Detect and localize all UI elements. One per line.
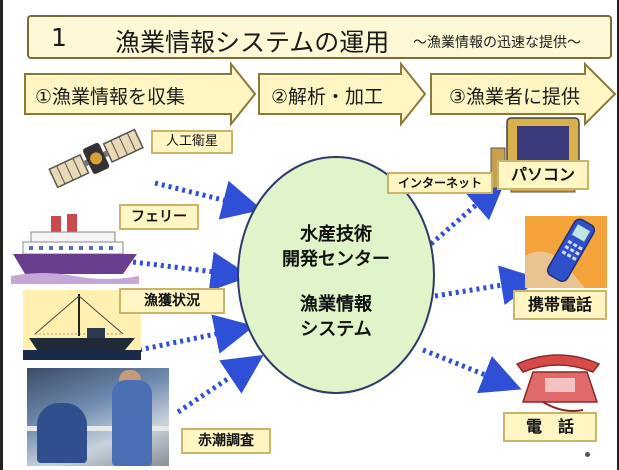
label-phone: 電 話	[503, 412, 597, 442]
telephone-icon	[515, 354, 601, 412]
center-line-2: 開発センター	[282, 249, 390, 270]
label-catch: 漁獲状況	[119, 288, 225, 314]
connector-arrows	[132, 178, 541, 415]
label-satellite: 人工衛星	[151, 130, 233, 154]
step-label-3: ③漁業者に提供	[449, 86, 581, 108]
title-banner: 1 漁業情報システムの運用 ～漁業情報の迅速な提供～	[27, 15, 612, 59]
arrow-ferry	[132, 251, 251, 292]
center-line-3: 漁業情報	[300, 294, 372, 315]
title-number: 1	[51, 23, 67, 52]
step-arrow-1	[24, 61, 257, 127]
center-line-1: 水産技術	[300, 224, 372, 245]
label-internet: インターネット	[387, 172, 493, 194]
arrow-satellite	[154, 180, 263, 220]
process-arrows	[24, 61, 617, 127]
center-line-4: システム	[300, 319, 372, 340]
arrow-mobile	[434, 265, 541, 305]
label-mobile: 携帯電話	[513, 290, 607, 320]
satellite-icon	[48, 128, 144, 189]
arrow-phone	[422, 347, 522, 394]
center-system-name: 漁業情報 システム	[276, 292, 396, 342]
title-subtitle: ～漁業情報の迅速な提供～	[413, 35, 581, 51]
arrow-catch	[138, 314, 255, 354]
ferry-icon	[11, 214, 139, 284]
title-main: 漁業情報システムの運用	[115, 28, 390, 57]
center-org-name: 水産技術 開発センター	[276, 222, 396, 272]
center-ellipse	[237, 156, 435, 394]
step-label-2: ②解析・加工	[271, 86, 384, 108]
red-tide-survey-photo	[27, 368, 169, 466]
label-ferry: フェリー	[119, 204, 199, 230]
decorative-dot	[585, 452, 590, 457]
mobile-phone-icon	[525, 216, 607, 288]
step-label-1: ①漁業情報を収集	[35, 86, 186, 108]
label-red-tide: 赤潮調査	[181, 428, 271, 454]
step-arrow-3	[430, 61, 617, 127]
arrow-pc	[429, 178, 507, 246]
label-pc: パソコン	[497, 160, 589, 190]
step-arrow-2	[258, 61, 427, 127]
